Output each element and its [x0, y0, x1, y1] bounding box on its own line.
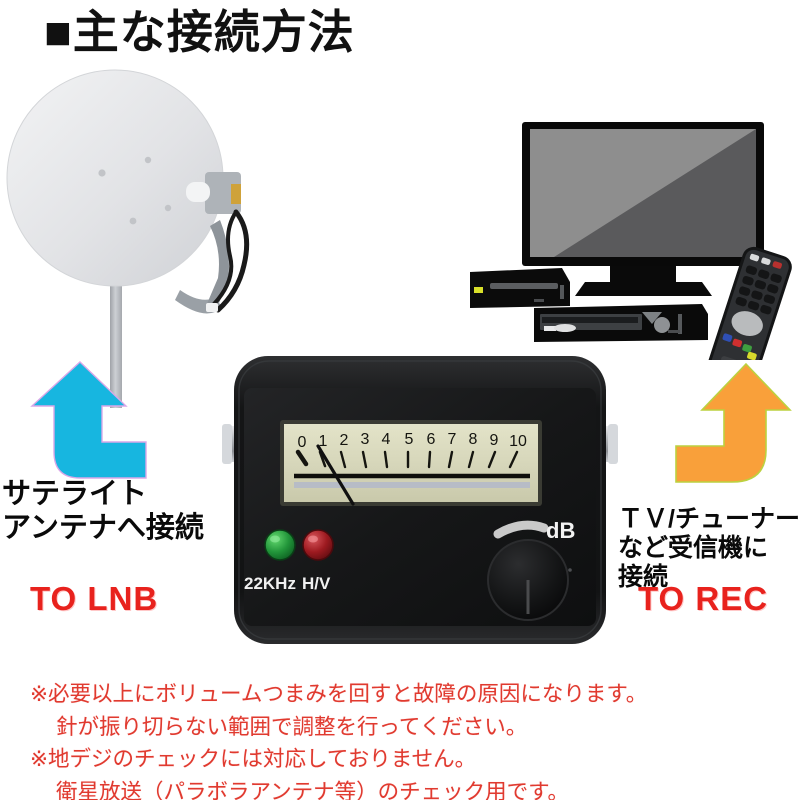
meter-scale-ticks	[295, 449, 519, 469]
led-hv-label: H/V	[302, 574, 331, 593]
av-device-bottom-btn2	[554, 324, 576, 332]
av-device-bottom-edge	[678, 314, 682, 334]
led-hv	[302, 529, 334, 561]
led-22khz	[264, 529, 296, 561]
arrow-to-rec	[662, 358, 800, 488]
av-device-top-led	[474, 287, 483, 293]
note-line-1: ※必要以上にボリュームつまみを回すと故障の原因になります。	[30, 682, 648, 706]
knob-arc	[493, 520, 549, 539]
right-connection-caption: ＴＶ/チューナー など受信機に 接続	[618, 505, 800, 592]
tv-equipment-illustration	[450, 100, 800, 384]
svg-text:8: 8	[469, 431, 478, 448]
knob-label: dB	[546, 518, 576, 543]
svg-text:0: 0	[298, 434, 307, 451]
tv-equipment-svg	[470, 122, 792, 384]
av-device-top-text	[534, 299, 544, 302]
note-line-3: ※地デジのチェックには対応しておりません。	[30, 747, 477, 772]
tv-screen-glare	[554, 129, 756, 257]
av-device-top-slot	[490, 283, 558, 289]
lnb-connector	[231, 184, 241, 204]
dish-screw	[144, 156, 152, 164]
dish-screw	[98, 169, 106, 177]
dish-screw	[129, 217, 137, 225]
av-device-bottom-logo	[642, 312, 662, 324]
left-connection-caption: サテライト アンテナへ接続	[2, 478, 204, 545]
page-title: ■主な接続方法	[44, 6, 355, 58]
svg-text:6: 6	[427, 431, 436, 448]
av-device-bottom-slot	[542, 317, 638, 323]
lnb-feedhorn	[186, 182, 210, 202]
to-lnb-label: TO LNB	[30, 580, 159, 617]
svg-text:9: 9	[490, 432, 499, 449]
satellite-dish-svg	[6, 69, 250, 408]
dish-screw	[164, 204, 172, 212]
to-rec-label: TO REC	[638, 580, 769, 617]
lnb-cable-2	[212, 210, 238, 306]
right-caption-line-2: など受信機に	[618, 534, 769, 562]
remote-control	[708, 246, 792, 384]
arrow-to-lnb	[18, 358, 148, 483]
dish-pole	[110, 280, 122, 408]
tv-neck	[610, 266, 676, 282]
satellite-dish-illustration	[0, 60, 290, 410]
av-device-bottom-knob	[654, 317, 670, 333]
meter-needle	[316, 444, 355, 506]
meter-scale-labels: 0 1 2 3 4 5 6 7 8 9 10	[298, 431, 527, 451]
cable-clip	[206, 303, 218, 312]
dish-reflector	[6, 69, 224, 287]
svg-text:3: 3	[361, 431, 370, 448]
svg-text:5: 5	[405, 431, 414, 448]
av-device-bottom-btn1	[544, 326, 556, 331]
svg-text:7: 7	[448, 431, 457, 448]
svg-text:10: 10	[509, 433, 527, 450]
svg-text:4: 4	[382, 431, 391, 448]
note-line-4: 衛星放送（パラボラアンテナ等）のチェック用です。	[56, 780, 569, 800]
meter-device-svg: 0 1 2 3 4 5 6 7 8 9 10	[222, 356, 618, 644]
left-caption-line-2: アンテナへ接続	[2, 511, 204, 544]
led-22khz-label: 22KHz	[244, 574, 296, 593]
meter-display: 0 1 2 3 4 5 6 7 8 9 10	[280, 420, 542, 506]
meter-display-face	[284, 424, 538, 502]
lnb-arm	[206, 220, 229, 310]
knob-dot	[568, 568, 572, 572]
left-caption-line-1: サテライト	[2, 478, 148, 510]
svg-text:2: 2	[340, 432, 349, 449]
av-device-top-button	[560, 285, 564, 299]
arrow-to-rec-icon	[675, 362, 792, 483]
lnb-cable	[215, 209, 250, 313]
satellite-signal-meter[interactable]: 0 1 2 3 4 5 6 7 8 9 10	[222, 352, 618, 650]
note-line-2: 針が振り切らない範囲で調整を行ってください。	[56, 714, 528, 739]
av-device-bottom-text	[668, 330, 680, 333]
right-caption-line-1: ＴＶ/チューナー	[618, 505, 800, 533]
tv-stand	[575, 282, 712, 296]
arrow-to-lnb-icon	[30, 361, 147, 479]
right-caption-line-3: 接続	[618, 563, 669, 591]
svg-text:1: 1	[319, 433, 328, 450]
footer-notes: ※必要以上にボリュームつまみを回すと故障の原因になります。 針が振り切らない範囲…	[30, 678, 770, 800]
